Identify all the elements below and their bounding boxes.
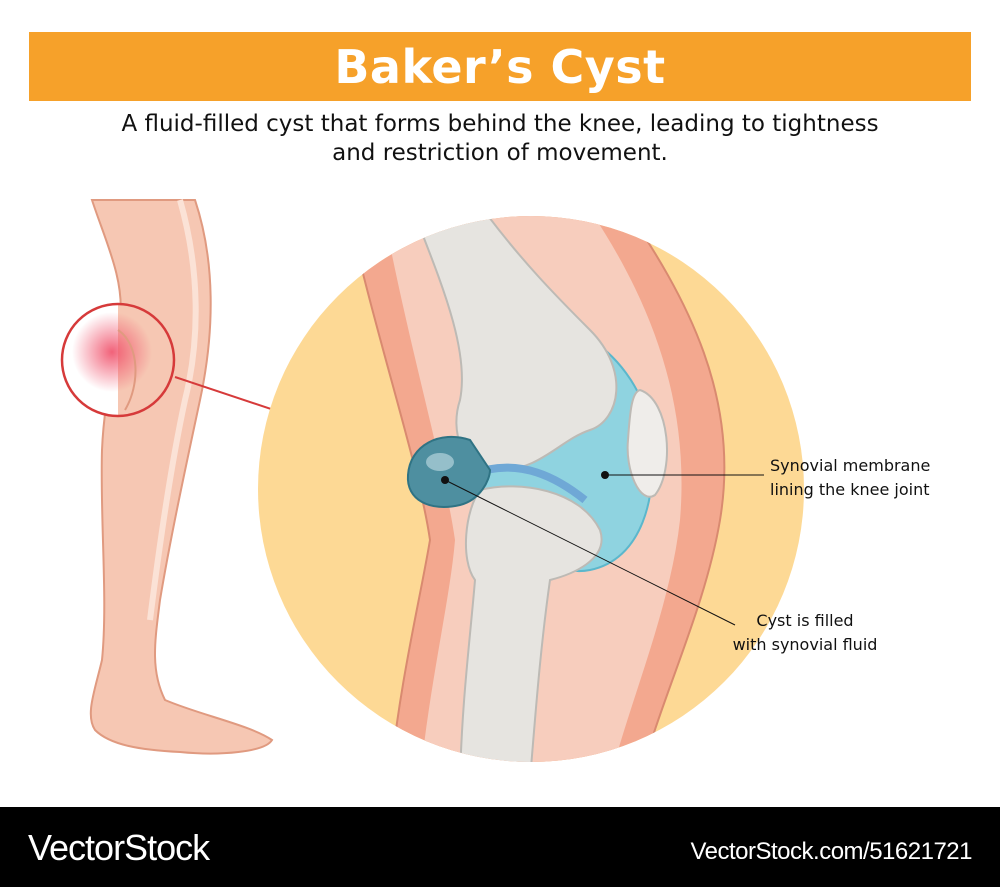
label-line: lining the knee joint bbox=[770, 480, 930, 499]
label-line: with synovial fluid bbox=[732, 635, 878, 654]
knee-cross-section bbox=[258, 216, 804, 762]
footer-watermark: VectorStock VectorStock.com/51621721 bbox=[0, 807, 1000, 887]
subtitle-line-2: and restriction of movement. bbox=[332, 140, 668, 166]
title-banner: Baker’s Cyst bbox=[29, 32, 971, 101]
knee-illustration bbox=[60, 199, 804, 762]
cyst-label: Cyst is filled with synovial fluid bbox=[720, 609, 890, 657]
page-title: Baker’s Cyst bbox=[334, 39, 666, 94]
image-url: VectorStock.com/51621721 bbox=[690, 838, 972, 865]
label-line: Synovial membrane bbox=[770, 456, 931, 475]
leg-drawing bbox=[89, 199, 274, 755]
synovial-membrane-label: Synovial membrane lining the knee joint bbox=[770, 454, 930, 502]
label-line: Cyst is filled bbox=[756, 611, 854, 630]
subtitle-line-1: A fluid-filled cyst that forms behind th… bbox=[121, 111, 879, 137]
subtitle: A fluid-filled cyst that forms behind th… bbox=[100, 110, 900, 168]
vectorstock-logo: VectorStock bbox=[28, 827, 210, 868]
